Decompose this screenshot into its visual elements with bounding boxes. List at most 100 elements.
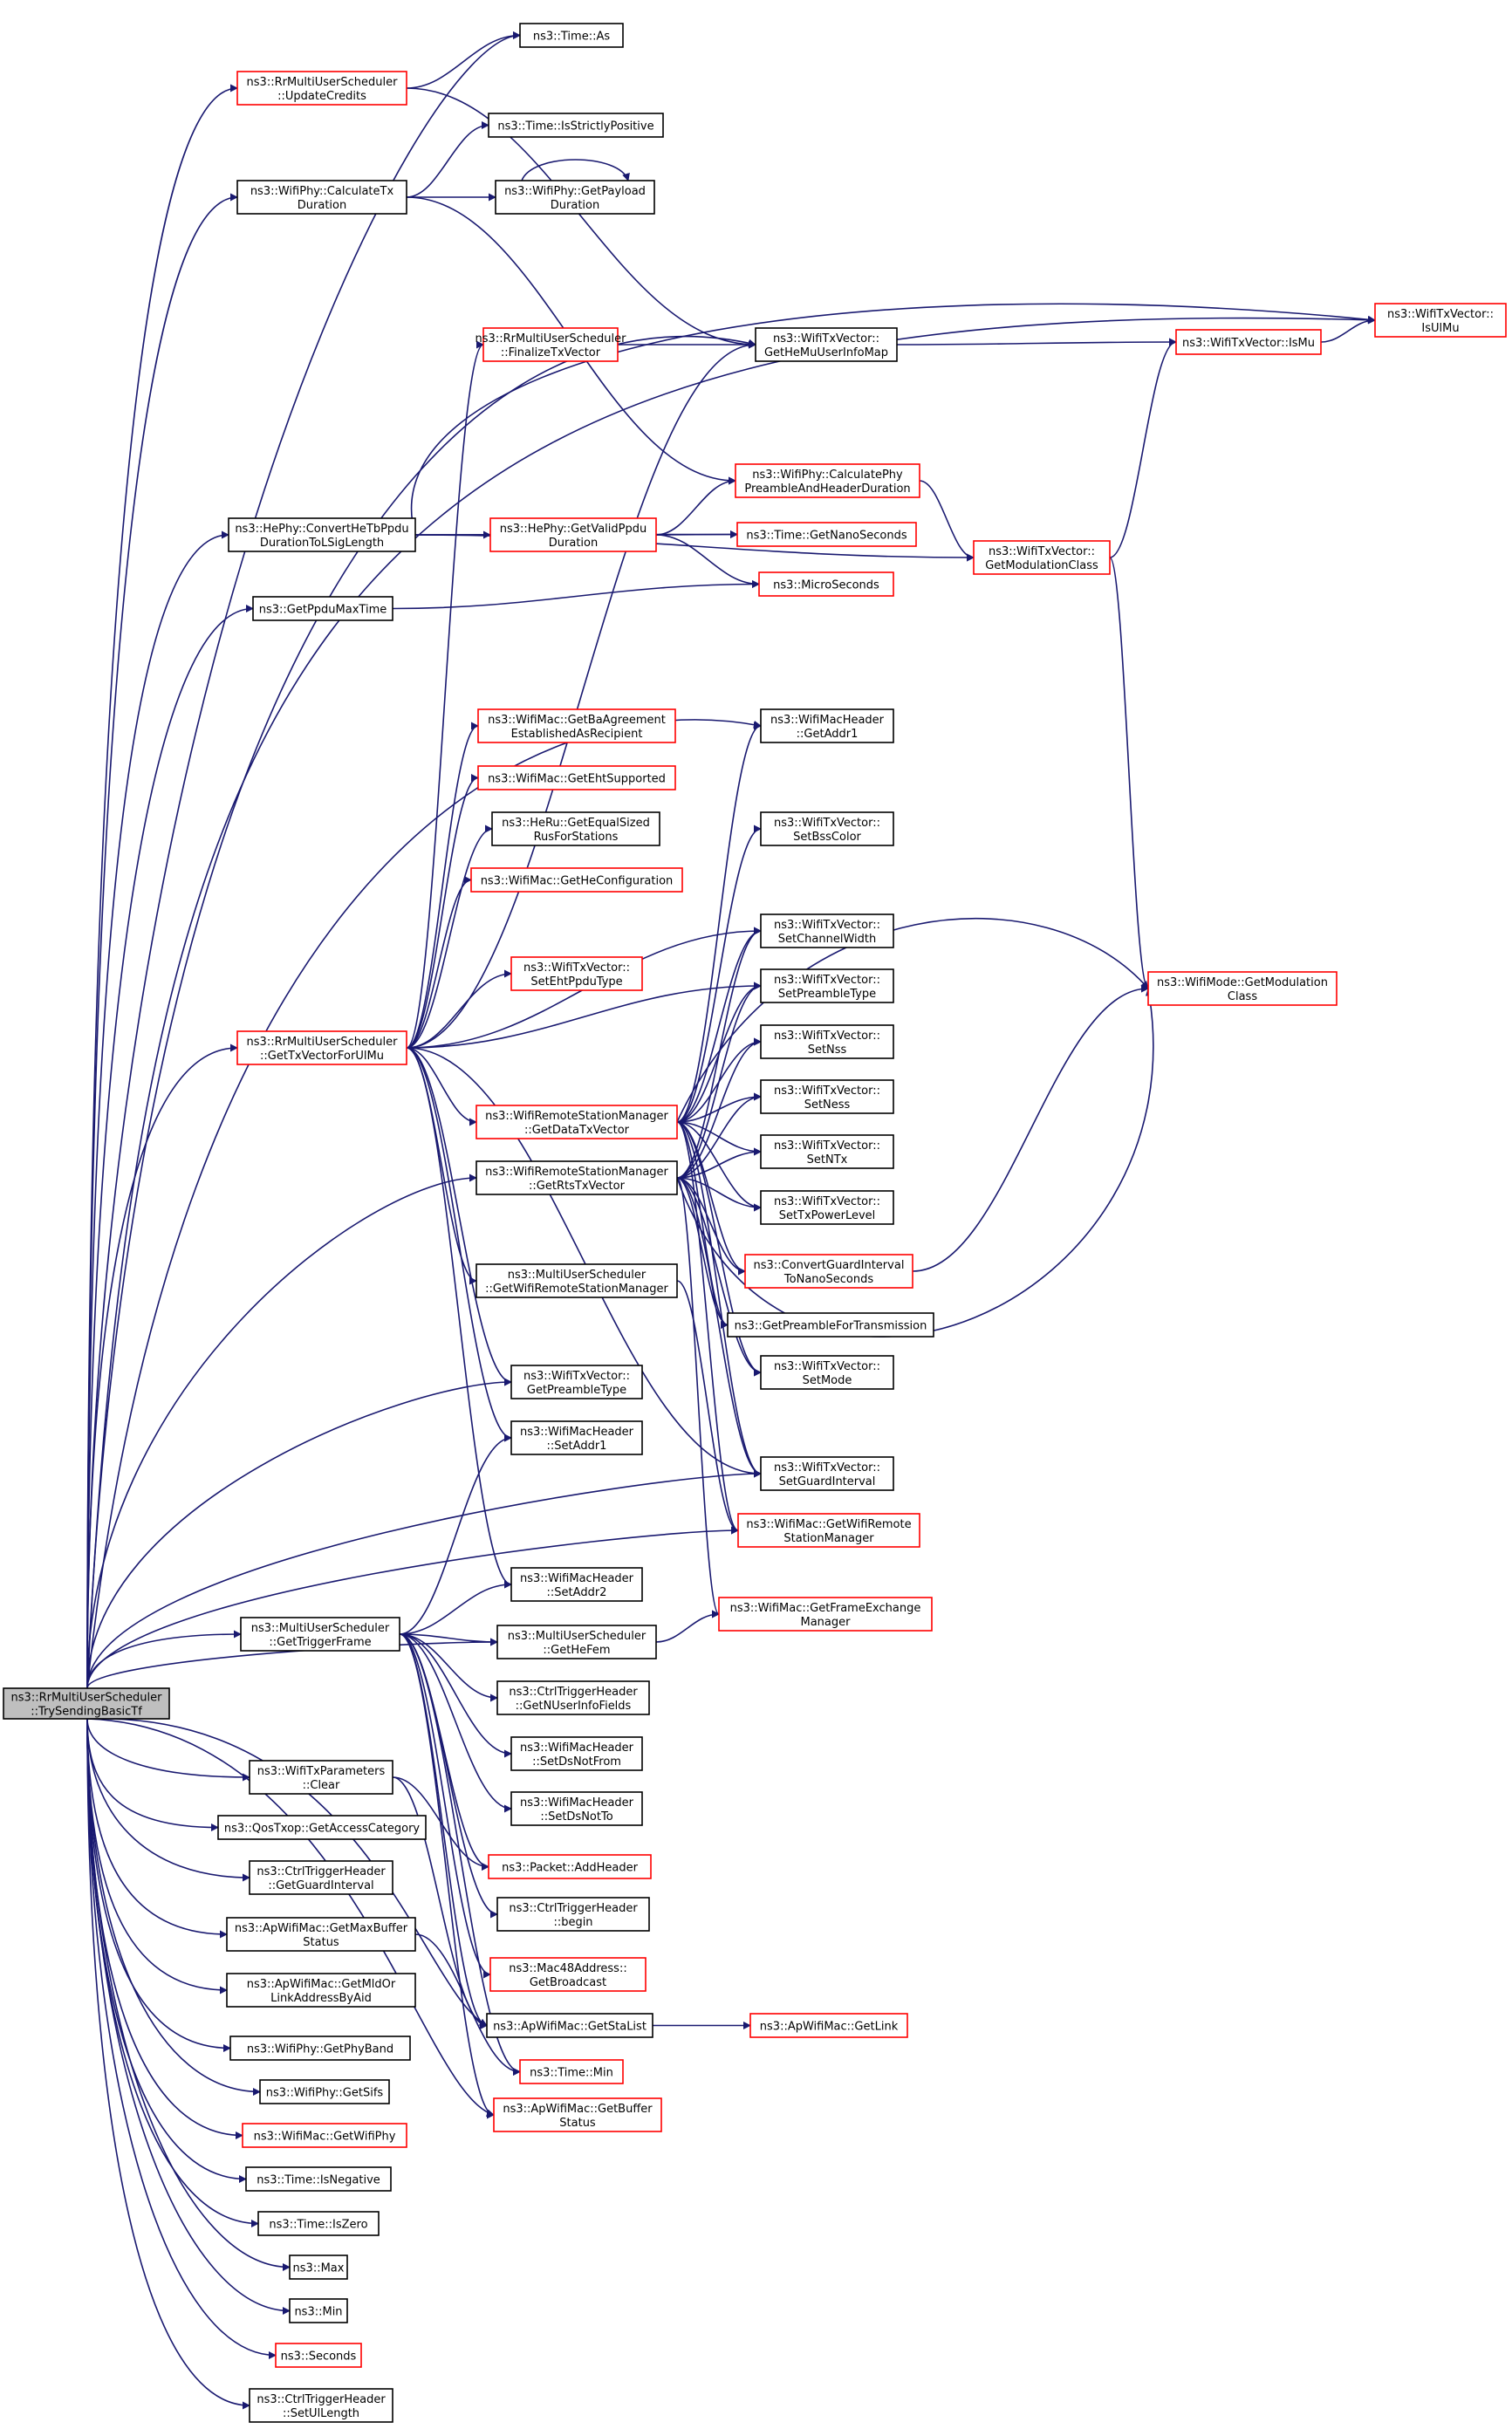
node-box[interactable] xyxy=(973,540,1111,575)
node-set_nss[interactable]: ns3::WifiTxVector::SetNss xyxy=(760,1024,894,1059)
node-root[interactable]: ns3::RrMultiUserScheduler::TrySendingBas… xyxy=(3,1687,170,1720)
node-box[interactable] xyxy=(486,2013,653,2038)
node-box[interactable] xyxy=(245,2166,392,2192)
node-box[interactable] xyxy=(259,2079,390,2104)
node-set_addr2[interactable]: ns3::WifiMacHeader::SetAddr2 xyxy=(510,1567,643,1602)
node-set_mode[interactable]: ns3::WifiTxVector::SetMode xyxy=(760,1355,894,1390)
node-box[interactable] xyxy=(226,1973,416,2008)
node-get_rts_txv[interactable]: ns3::WifiRemoteStationManager::GetRtsTxV… xyxy=(475,1160,678,1195)
node-max[interactable]: ns3::Max xyxy=(289,2255,348,2280)
node-box[interactable] xyxy=(236,71,407,106)
node-box[interactable] xyxy=(510,1736,643,1771)
node-get_access_cat[interactable]: ns3::QosTxop::GetAccessCategory xyxy=(217,1815,427,1840)
node-get_he_config[interactable]: ns3::WifiMac::GetHeConfiguration xyxy=(470,867,683,893)
node-box[interactable] xyxy=(482,327,619,362)
node-box[interactable] xyxy=(727,1312,934,1338)
node-box[interactable] xyxy=(496,1625,657,1659)
node-wifimode_get_mod[interactable]: ns3::WifiMode::GetModulationClass xyxy=(1147,971,1338,1006)
node-box[interactable] xyxy=(744,1254,913,1289)
node-box[interactable] xyxy=(510,956,643,991)
node-get_eht_supported[interactable]: ns3::WifiMac::GetEhtSupported xyxy=(477,765,676,790)
node-box[interactable] xyxy=(252,596,393,621)
node-box[interactable] xyxy=(242,2123,407,2148)
node-set_eht_ppdu[interactable]: ns3::WifiTxVector::SetEhtPpduType xyxy=(510,956,643,991)
node-get_he_fem[interactable]: ns3::MultiUserScheduler::GetHeFem xyxy=(496,1625,657,1659)
node-box[interactable] xyxy=(275,2343,362,2368)
node-mac_get_wrsm[interactable]: ns3::WifiMac::GetWifiRemoteStationManage… xyxy=(737,1513,920,1548)
node-get_ba_agreement[interactable]: ns3::WifiMac::GetBaAgreementEstablishedA… xyxy=(477,708,676,743)
node-box[interactable] xyxy=(228,517,416,552)
node-box[interactable] xyxy=(760,1134,894,1169)
node-get_link[interactable]: ns3::ApWifiMac::GetLink xyxy=(749,2013,908,2038)
node-get_phy_band[interactable]: ns3::WifiPhy::GetPhyBand xyxy=(229,2036,411,2061)
node-box[interactable] xyxy=(488,113,664,138)
node-box[interactable] xyxy=(760,1190,894,1225)
node-box[interactable] xyxy=(289,2255,348,2280)
node-set_ds_not_to[interactable]: ns3::WifiMacHeader::SetDsNotTo xyxy=(510,1791,643,1826)
node-box[interactable] xyxy=(760,1456,894,1491)
node-get_mod_class_txv[interactable]: ns3::WifiTxVector::GetModulationClass xyxy=(973,540,1111,575)
node-box[interactable] xyxy=(495,180,655,215)
node-get_ppdu_max[interactable]: ns3::GetPpduMaxTime xyxy=(252,596,393,621)
node-box[interactable] xyxy=(249,1760,393,1795)
node-box[interactable] xyxy=(718,1597,933,1632)
node-box[interactable] xyxy=(240,1617,400,1652)
node-set_preamble_type[interactable]: ns3::WifiTxVector::SetPreambleType xyxy=(760,968,894,1003)
node-microseconds[interactable]: ns3::MicroSeconds xyxy=(758,571,894,597)
node-box[interactable] xyxy=(755,327,898,362)
node-get_sifs[interactable]: ns3::WifiPhy::GetSifs xyxy=(259,2079,390,2104)
node-box[interactable] xyxy=(470,867,683,893)
node-box[interactable] xyxy=(226,1917,416,1952)
node-time_as[interactable]: ns3::Time::As xyxy=(519,23,624,48)
node-finalize_txv[interactable]: ns3::RrMultiUserScheduler::FinalizeTxVec… xyxy=(475,327,627,362)
node-box[interactable] xyxy=(760,913,894,948)
node-calc_phy_preamble[interactable]: ns3::WifiPhy::CalculatePhyPreambleAndHea… xyxy=(735,463,920,498)
node-get_nano[interactable]: ns3::Time::GetNanoSeconds xyxy=(736,522,917,547)
node-box[interactable] xyxy=(760,1079,894,1114)
node-box[interactable] xyxy=(760,968,894,1003)
node-box[interactable] xyxy=(489,517,657,552)
node-update_credits[interactable]: ns3::RrMultiUserScheduler::UpdateCredits xyxy=(236,71,407,106)
node-is_negative[interactable]: ns3::Time::IsNegative xyxy=(245,2166,392,2192)
node-ismu[interactable]: ns3::WifiTxVector::IsMu xyxy=(1175,329,1322,355)
node-set_ul_length[interactable]: ns3::CtrlTriggerHeader::SetUlLength xyxy=(249,2388,393,2423)
node-box[interactable] xyxy=(510,1567,643,1602)
node-box[interactable] xyxy=(229,2036,411,2061)
node-box[interactable] xyxy=(1147,971,1338,1006)
node-box[interactable] xyxy=(737,1513,920,1548)
node-box[interactable] xyxy=(1374,303,1507,338)
node-get_broadcast[interactable]: ns3::Mac48Address::GetBroadcast xyxy=(489,1957,647,1992)
node-box[interactable] xyxy=(289,2298,348,2323)
node-box[interactable] xyxy=(477,765,676,790)
node-box[interactable] xyxy=(488,1854,652,1879)
node-box[interactable] xyxy=(736,522,917,547)
node-set_addr1[interactable]: ns3::WifiMacHeader::SetAddr1 xyxy=(510,1420,643,1455)
node-set_channel_width[interactable]: ns3::WifiTxVector::SetChannelWidth xyxy=(760,913,894,948)
node-time_min[interactable]: ns3::Time::Min xyxy=(519,2059,624,2084)
node-is_zero[interactable]: ns3::Time::IsZero xyxy=(257,2211,380,2236)
node-box[interactable] xyxy=(493,2097,662,2132)
node-box[interactable] xyxy=(749,2013,908,2038)
node-set_tx_power[interactable]: ns3::WifiTxVector::SetTxPowerLevel xyxy=(760,1190,894,1225)
node-seconds[interactable]: ns3::Seconds xyxy=(275,2343,362,2368)
node-get_nuserinfo[interactable]: ns3::CtrlTriggerHeader::GetNUserInfoFiel… xyxy=(496,1680,650,1715)
node-box[interactable] xyxy=(510,1420,643,1455)
node-mus_get_wrsm[interactable]: ns3::MultiUserScheduler::GetWifiRemoteSt… xyxy=(475,1263,678,1298)
node-min[interactable]: ns3::Min xyxy=(289,2298,348,2323)
node-set_ness[interactable]: ns3::WifiTxVector::SetNess xyxy=(760,1079,894,1114)
node-box[interactable] xyxy=(519,23,624,48)
node-get_guard_int[interactable]: ns3::CtrlTriggerHeader::GetGuardInterval xyxy=(249,1860,393,1895)
node-ctrl_begin[interactable]: ns3::CtrlTriggerHeader::begin xyxy=(496,1897,650,1932)
node-box[interactable] xyxy=(475,1105,678,1139)
node-box[interactable] xyxy=(760,708,894,743)
node-box[interactable] xyxy=(257,2211,380,2236)
node-box[interactable] xyxy=(217,1815,427,1840)
node-box[interactable] xyxy=(760,1024,894,1059)
